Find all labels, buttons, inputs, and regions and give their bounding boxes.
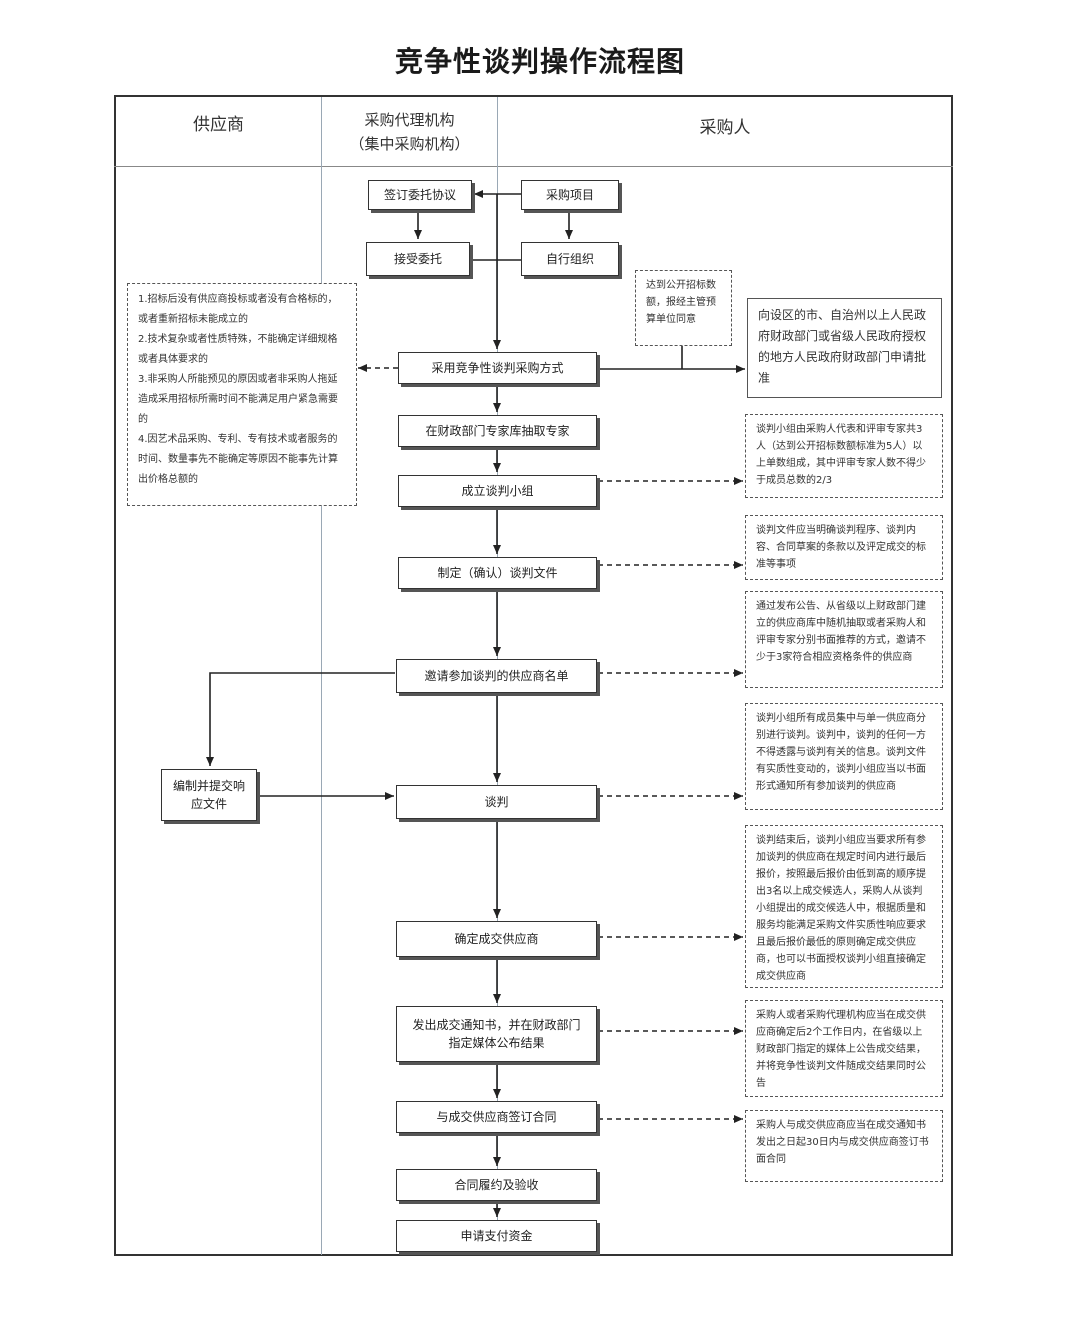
note-determine-rule: 谈判结束后，谈判小组应当要求所有参加谈判的供应商在规定时间内进行最后报价，按照最… — [745, 825, 943, 988]
note-notice-rule: 采购人或者采购代理机构应当在成交供应商确定后2个工作日内，在省级以上财政部门指定… — [745, 1000, 943, 1097]
arrow-invite-to-submit — [206, 672, 395, 766]
box-negotiate: 谈判 — [396, 785, 597, 819]
box-submit-docs: 编制并提交响应文件 — [161, 769, 257, 821]
header-divider — [114, 166, 953, 167]
box-accept-commission: 接受委托 — [366, 242, 470, 276]
box-sign-agreement: 签订委托协议 — [368, 180, 472, 210]
box-sign-contract: 与成交供应商签订合同 — [396, 1101, 597, 1133]
note-docs-rule: 谈判文件应当明确谈判程序、谈判内容、合同草案的条款以及评定成交的标准等事项 — [745, 515, 943, 580]
lane-title-agency-line1: 采购代理机构 — [364, 111, 455, 129]
note-contract-rule: 采购人与成交供应商应当在成交通知书发出之日起30日内与成交供应商签订书面合同 — [745, 1110, 943, 1182]
box-determine-supplier: 确定成交供应商 — [396, 921, 597, 957]
page-title: 竞争性谈判操作流程图 — [394, 45, 685, 78]
box-make-docs: 制定（确认）谈判文件 — [398, 557, 597, 589]
note-conditions: 1.招标后没有供应商投标或者没有合格标的，或者重新招标未能成立的 2.技术复杂或… — [127, 283, 357, 506]
box-form-team: 成立谈判小组 — [398, 475, 597, 507]
lane-title-agency: 采购代理机构 （集中采购机构） — [322, 108, 497, 156]
box-notice: 发出成交通知书，并在财政部门指定媒体公布结果 — [396, 1006, 597, 1062]
box-acceptance: 合同履约及验收 — [396, 1169, 597, 1201]
box-self-organize: 自行组织 — [521, 242, 619, 276]
note-invite-rule: 通过发布公告、从省级以上财政部门建立的供应商库中随机抽取或者采购人和评审专家分别… — [745, 591, 943, 688]
lane-title-purchaser: 采购人 — [699, 118, 751, 138]
note-team-rule: 谈判小组由采购人代表和评审专家共3人（达到公开招标数额标准为5人）以上单数组成，… — [745, 414, 943, 498]
box-adopt-method: 采用竞争性谈判采购方式 — [398, 352, 597, 384]
box-draw-experts: 在财政部门专家库抽取专家 — [398, 415, 597, 447]
box-purchase-project: 采购项目 — [521, 180, 619, 210]
lane-title-agency-line2: （集中采购机构） — [349, 135, 470, 153]
lane-title-supplier: 供应商 — [193, 115, 244, 135]
note-public-standard: 达到公开招标数额，报经主管预算单位同意 — [635, 270, 732, 346]
box-invite-list: 邀请参加谈判的供应商名单 — [396, 659, 597, 693]
diagram-frame — [114, 95, 953, 1256]
note-negotiate-rule: 谈判小组所有成员集中与单一供应商分别进行谈判。谈判中，谈判的任何一方不得透露与谈… — [745, 703, 943, 810]
lane-divider-supplier — [321, 97, 322, 1255]
box-apply-payment: 申请支付资金 — [396, 1220, 597, 1252]
note-approval: 向设区的市、自治州以上人民政府财政部门或省级人民政府授权的地方人民政府财政部门申… — [747, 298, 942, 398]
